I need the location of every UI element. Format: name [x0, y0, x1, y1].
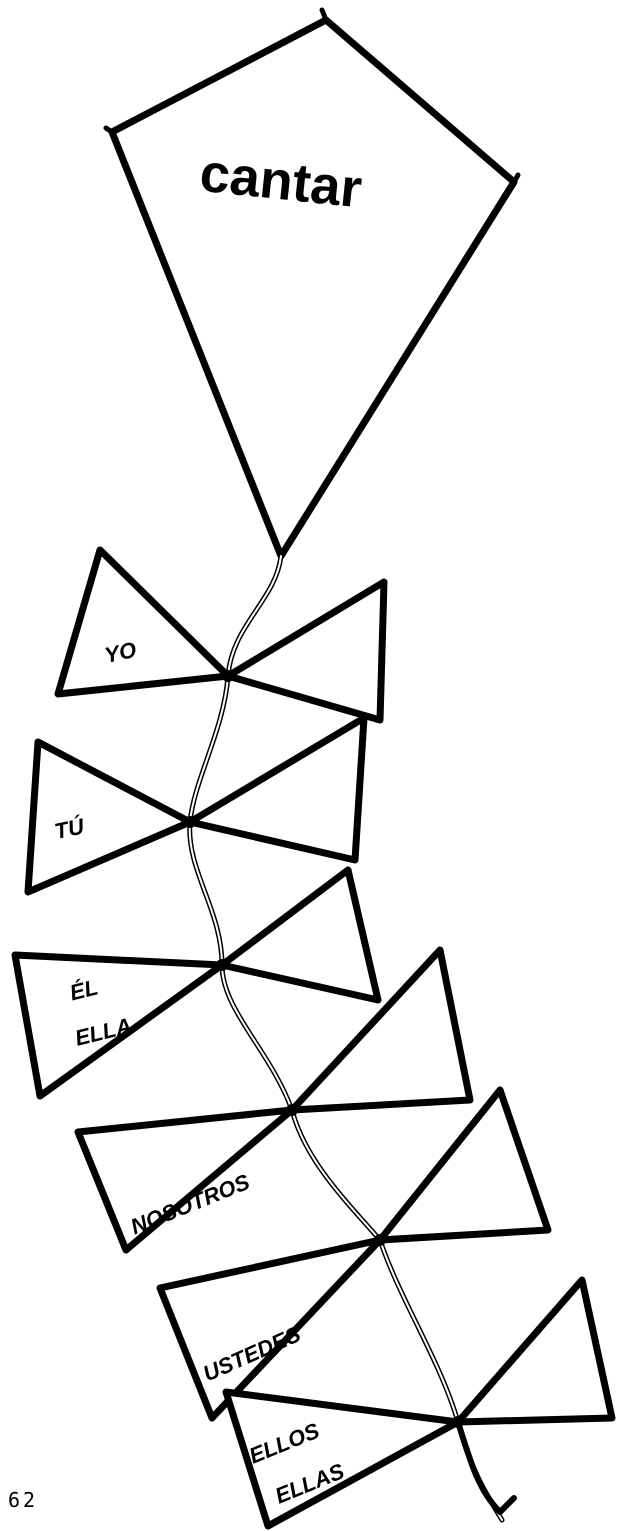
- tail-ribbon-end: [458, 1422, 514, 1512]
- tail-bow-1: [58, 550, 384, 720]
- page-number: 62: [8, 1488, 38, 1512]
- kite-shape: [112, 20, 514, 556]
